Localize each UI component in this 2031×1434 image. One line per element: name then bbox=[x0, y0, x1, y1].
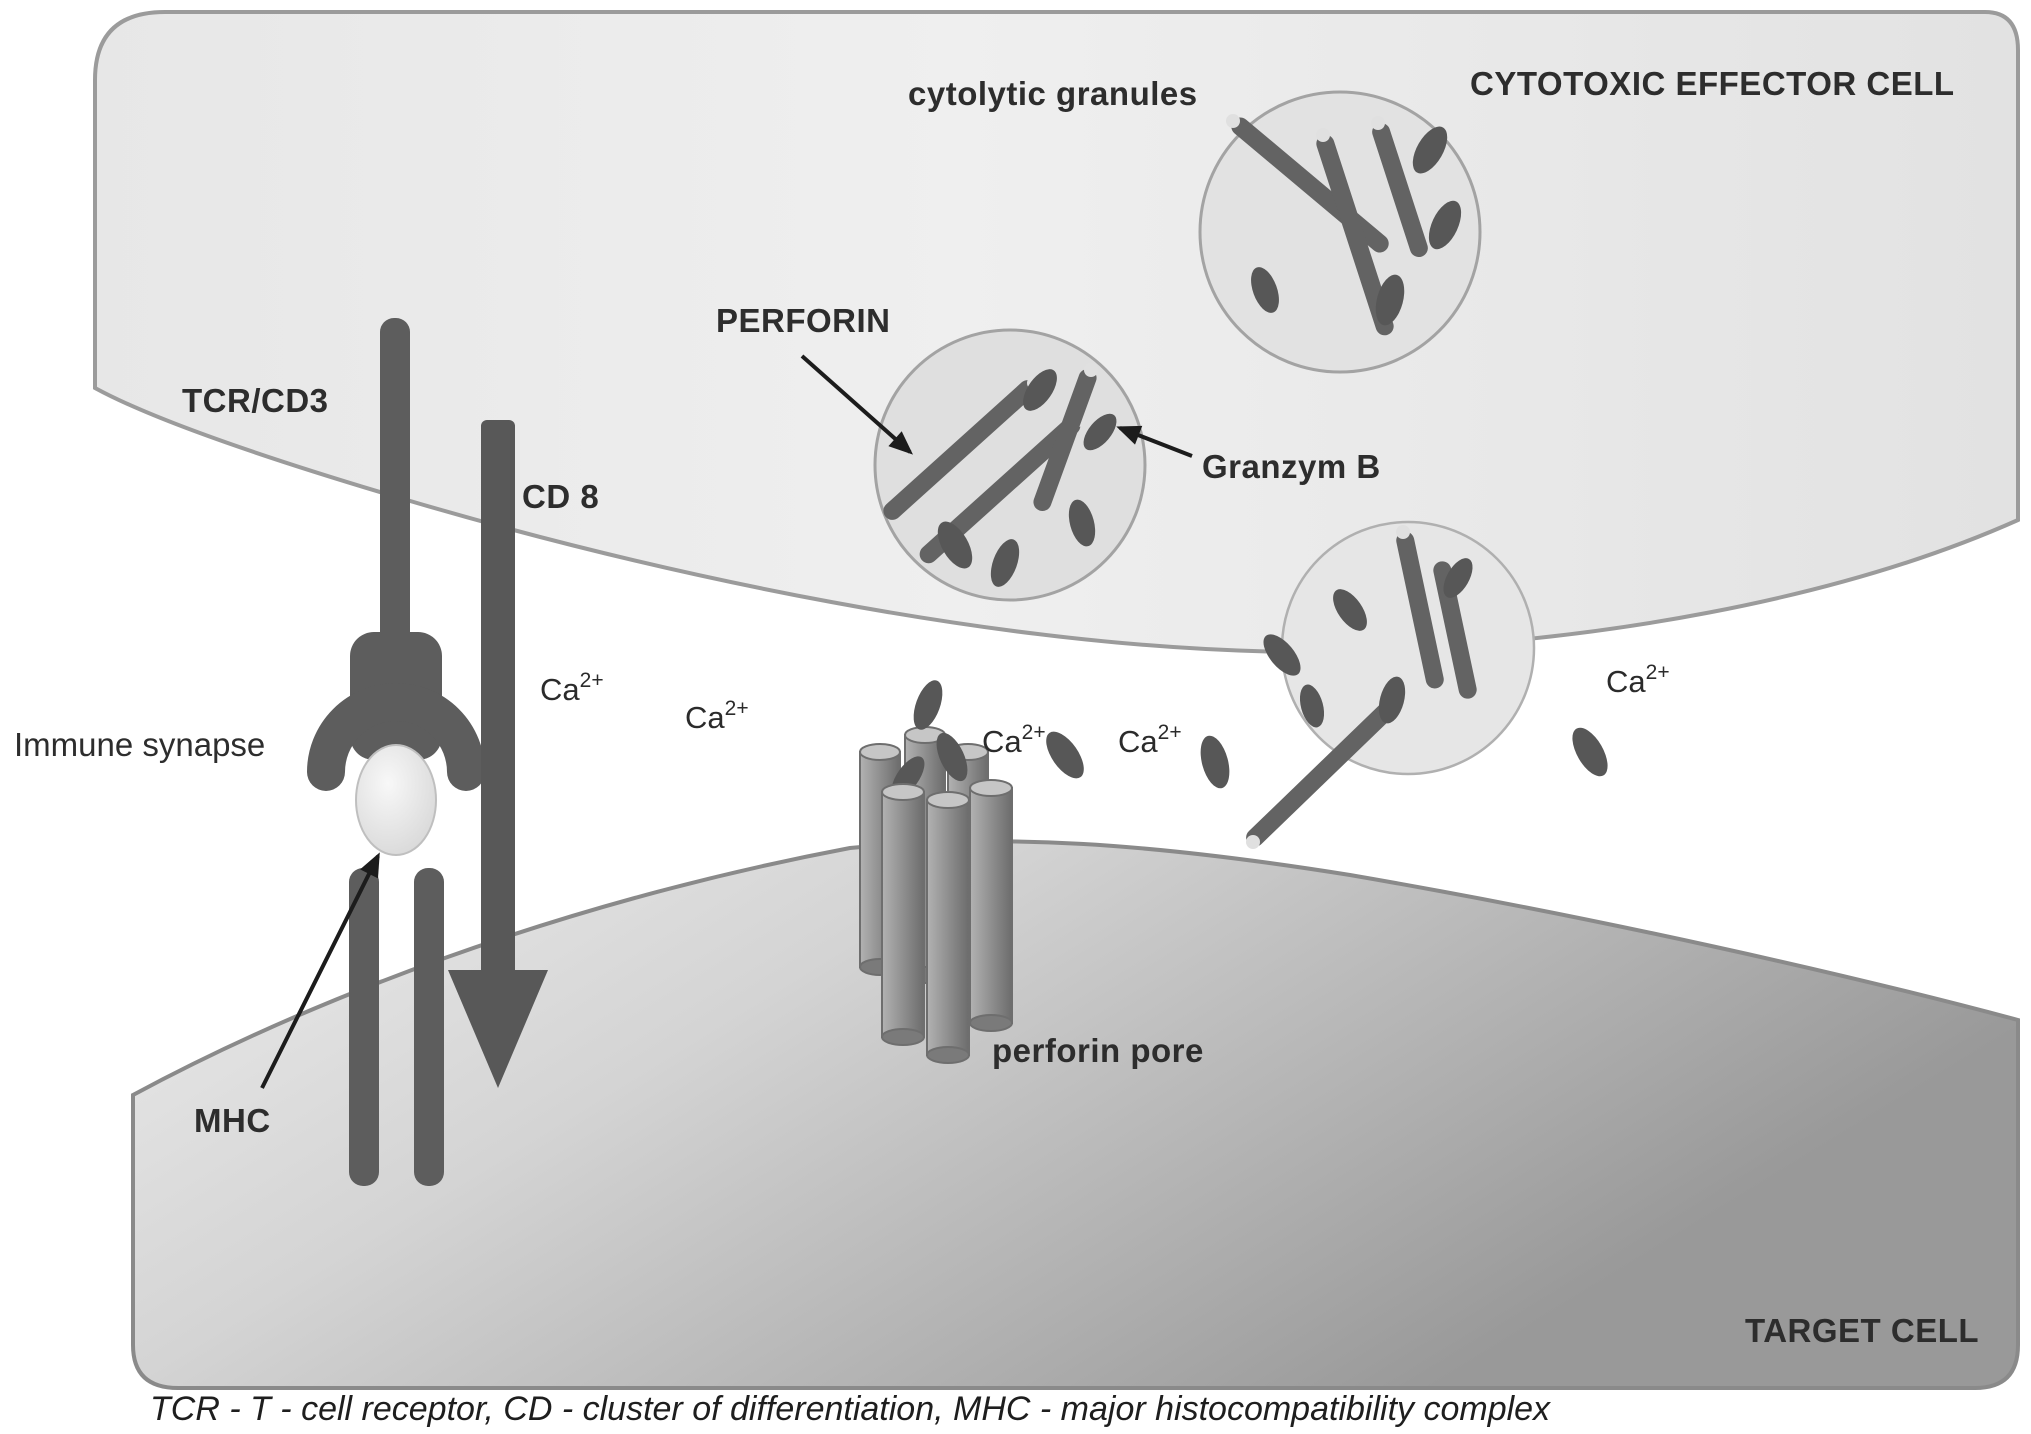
perforin-rod bbox=[883, 380, 1037, 520]
granzyme-oval-escaped bbox=[1299, 684, 1325, 728]
mhc-leg bbox=[414, 868, 444, 1186]
cd8-arrow-shaft bbox=[481, 420, 515, 976]
cylinder-top bbox=[926, 791, 970, 809]
perforin-rod-tip bbox=[1371, 116, 1385, 130]
perforin-rod bbox=[1433, 561, 1477, 699]
cd8-arrowhead bbox=[448, 970, 548, 1088]
perforin-pore-label: perforin pore bbox=[992, 1032, 1204, 1069]
granzyme-oval bbox=[1412, 126, 1448, 174]
ca-label: Ca2+ bbox=[1118, 721, 1182, 759]
granzyme-oval bbox=[1083, 413, 1117, 451]
granzyme-oval bbox=[1375, 274, 1405, 326]
granzym-b-label: Granzym B bbox=[1202, 448, 1381, 485]
perforin-rod-tip bbox=[1226, 114, 1240, 128]
pore-cylinder bbox=[926, 791, 970, 1064]
cylinder-body bbox=[969, 787, 1013, 1024]
granzyme-oval bbox=[1572, 727, 1608, 777]
cylinder-top bbox=[969, 779, 1013, 797]
granzyme-oval-escaped bbox=[1263, 634, 1301, 676]
ca-label: Ca2+ bbox=[1606, 661, 1670, 699]
pore-granzyme-oval bbox=[913, 680, 943, 730]
cytolytic-granules-label: cytolytic granules bbox=[908, 75, 1198, 112]
perforin-rod bbox=[1396, 531, 1444, 689]
mhc-peptide bbox=[355, 744, 437, 856]
mhc-arrow bbox=[260, 852, 380, 1089]
perforin-rod-escaping bbox=[1246, 699, 1398, 847]
granzym-b-arrow bbox=[1116, 425, 1193, 458]
mhc-leg bbox=[349, 868, 379, 1186]
granzyme-oval bbox=[1200, 735, 1230, 789]
free-granzyme-ovals bbox=[1046, 727, 1608, 789]
pore-cylinder bbox=[881, 783, 925, 1046]
perforin-arrow bbox=[800, 354, 913, 455]
cylinder-top bbox=[859, 743, 901, 761]
perforin-rod bbox=[1316, 134, 1394, 336]
perforin-rod bbox=[1372, 122, 1428, 258]
perforin-rod-tip bbox=[1246, 835, 1260, 849]
effector-cell-label: CYTOTOXIC EFFECTOR CELL bbox=[1470, 65, 1955, 102]
cylinder-body bbox=[881, 791, 925, 1038]
granzyme-oval bbox=[1428, 200, 1462, 250]
pore-cylinder bbox=[969, 779, 1013, 1032]
cylinder-body bbox=[926, 799, 970, 1056]
ca-label: Ca2+ bbox=[685, 697, 749, 735]
cylinder-bottom bbox=[926, 1046, 970, 1064]
target-cell-label: TARGET CELL bbox=[1745, 1312, 1979, 1349]
tcr-stalk bbox=[380, 318, 410, 652]
mhc-cup bbox=[307, 683, 485, 791]
granzyme-oval bbox=[990, 539, 1020, 587]
perforin-rod-tip bbox=[1396, 525, 1410, 539]
abbreviations-caption: TCR - T - cell receptor, CD - cluster of… bbox=[150, 1390, 1551, 1428]
perforin-rod bbox=[919, 416, 1081, 564]
ca-label: Ca2+ bbox=[982, 721, 1046, 759]
tcr-cd3-label: TCR/CD3 bbox=[182, 382, 329, 419]
tcr-cd3-receptor bbox=[307, 318, 485, 1186]
perforin-rod bbox=[1033, 368, 1097, 512]
cytolytic-granule-3 bbox=[1246, 520, 1536, 849]
granzyme-oval bbox=[1046, 731, 1084, 779]
granzyme-oval bbox=[1333, 589, 1367, 631]
cytolytic-granule-1 bbox=[1198, 90, 1482, 374]
granzyme-oval bbox=[1023, 369, 1057, 411]
cylinder-top bbox=[881, 783, 925, 801]
perforin-pore bbox=[859, 680, 1013, 1064]
mhc-label: MHC bbox=[194, 1102, 271, 1139]
cd8-coreceptor bbox=[448, 420, 548, 1088]
ca-label: Ca2+ bbox=[540, 669, 604, 707]
immune-synapse-label: Immune synapse bbox=[14, 726, 265, 763]
target-cell-body bbox=[131, 839, 2020, 1390]
perforin-label: PERFORIN bbox=[716, 302, 891, 339]
cylinder-bottom bbox=[881, 1028, 925, 1046]
granzyme-oval bbox=[1378, 676, 1406, 724]
perforin-rod-tip bbox=[1316, 128, 1330, 142]
granzyme-oval bbox=[1251, 267, 1279, 313]
granzyme-oval bbox=[1068, 499, 1096, 547]
cd8-label: CD 8 bbox=[522, 478, 599, 515]
cylinder-bottom bbox=[969, 1014, 1013, 1032]
granzyme-oval bbox=[937, 521, 973, 569]
granzyme-oval bbox=[1443, 558, 1473, 598]
cytolytic-granule-2 bbox=[873, 328, 1147, 602]
perforin-rod-tip bbox=[1084, 363, 1098, 377]
pore-granzyme-oval bbox=[936, 732, 968, 782]
